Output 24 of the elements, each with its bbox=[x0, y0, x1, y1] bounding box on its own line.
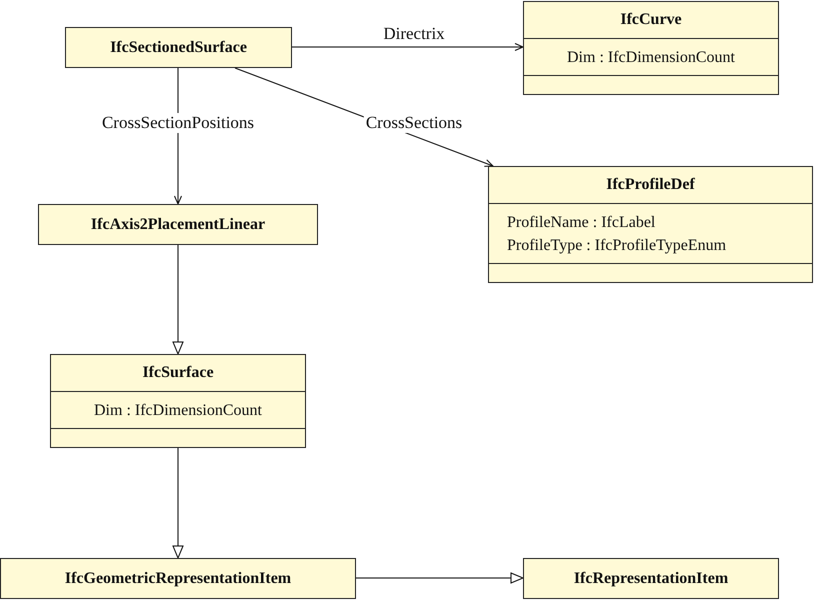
edge-label: CrossSectionPositions bbox=[100, 113, 256, 133]
attribute-text: Dim : IfcDimensionCount bbox=[94, 400, 262, 420]
attribute-text: Dim : IfcDimensionCount bbox=[567, 48, 735, 68]
class-box bbox=[38, 204, 318, 245]
arrow bbox=[172, 448, 184, 558]
class-name: IfcProfileDef bbox=[606, 176, 695, 194]
arrow bbox=[356, 572, 524, 584]
class-box bbox=[50, 354, 306, 448]
arrow bbox=[172, 244, 184, 354]
class-box bbox=[0, 558, 356, 599]
class-box bbox=[523, 558, 779, 599]
class-box bbox=[523, 1, 779, 95]
class-name: IfcAxis2PlacementLinear bbox=[90, 216, 266, 234]
class-name: IfcCurve bbox=[620, 11, 682, 29]
class-box bbox=[65, 27, 292, 68]
attribute-text: ProfileType : IfcProfileTypeEnum bbox=[507, 236, 726, 256]
class-name: IfcSurface bbox=[142, 364, 214, 382]
edge-label: CrossSections bbox=[364, 113, 464, 133]
attribute-text: ProfileName : IfcLabel bbox=[507, 212, 656, 232]
class-name: IfcRepresentationItem bbox=[574, 570, 728, 588]
class-name: IfcSectionedSurface bbox=[110, 38, 247, 56]
class-name: IfcGeometricRepresentationItem bbox=[64, 570, 292, 588]
class-box bbox=[488, 166, 813, 283]
arrow bbox=[292, 43, 524, 51]
